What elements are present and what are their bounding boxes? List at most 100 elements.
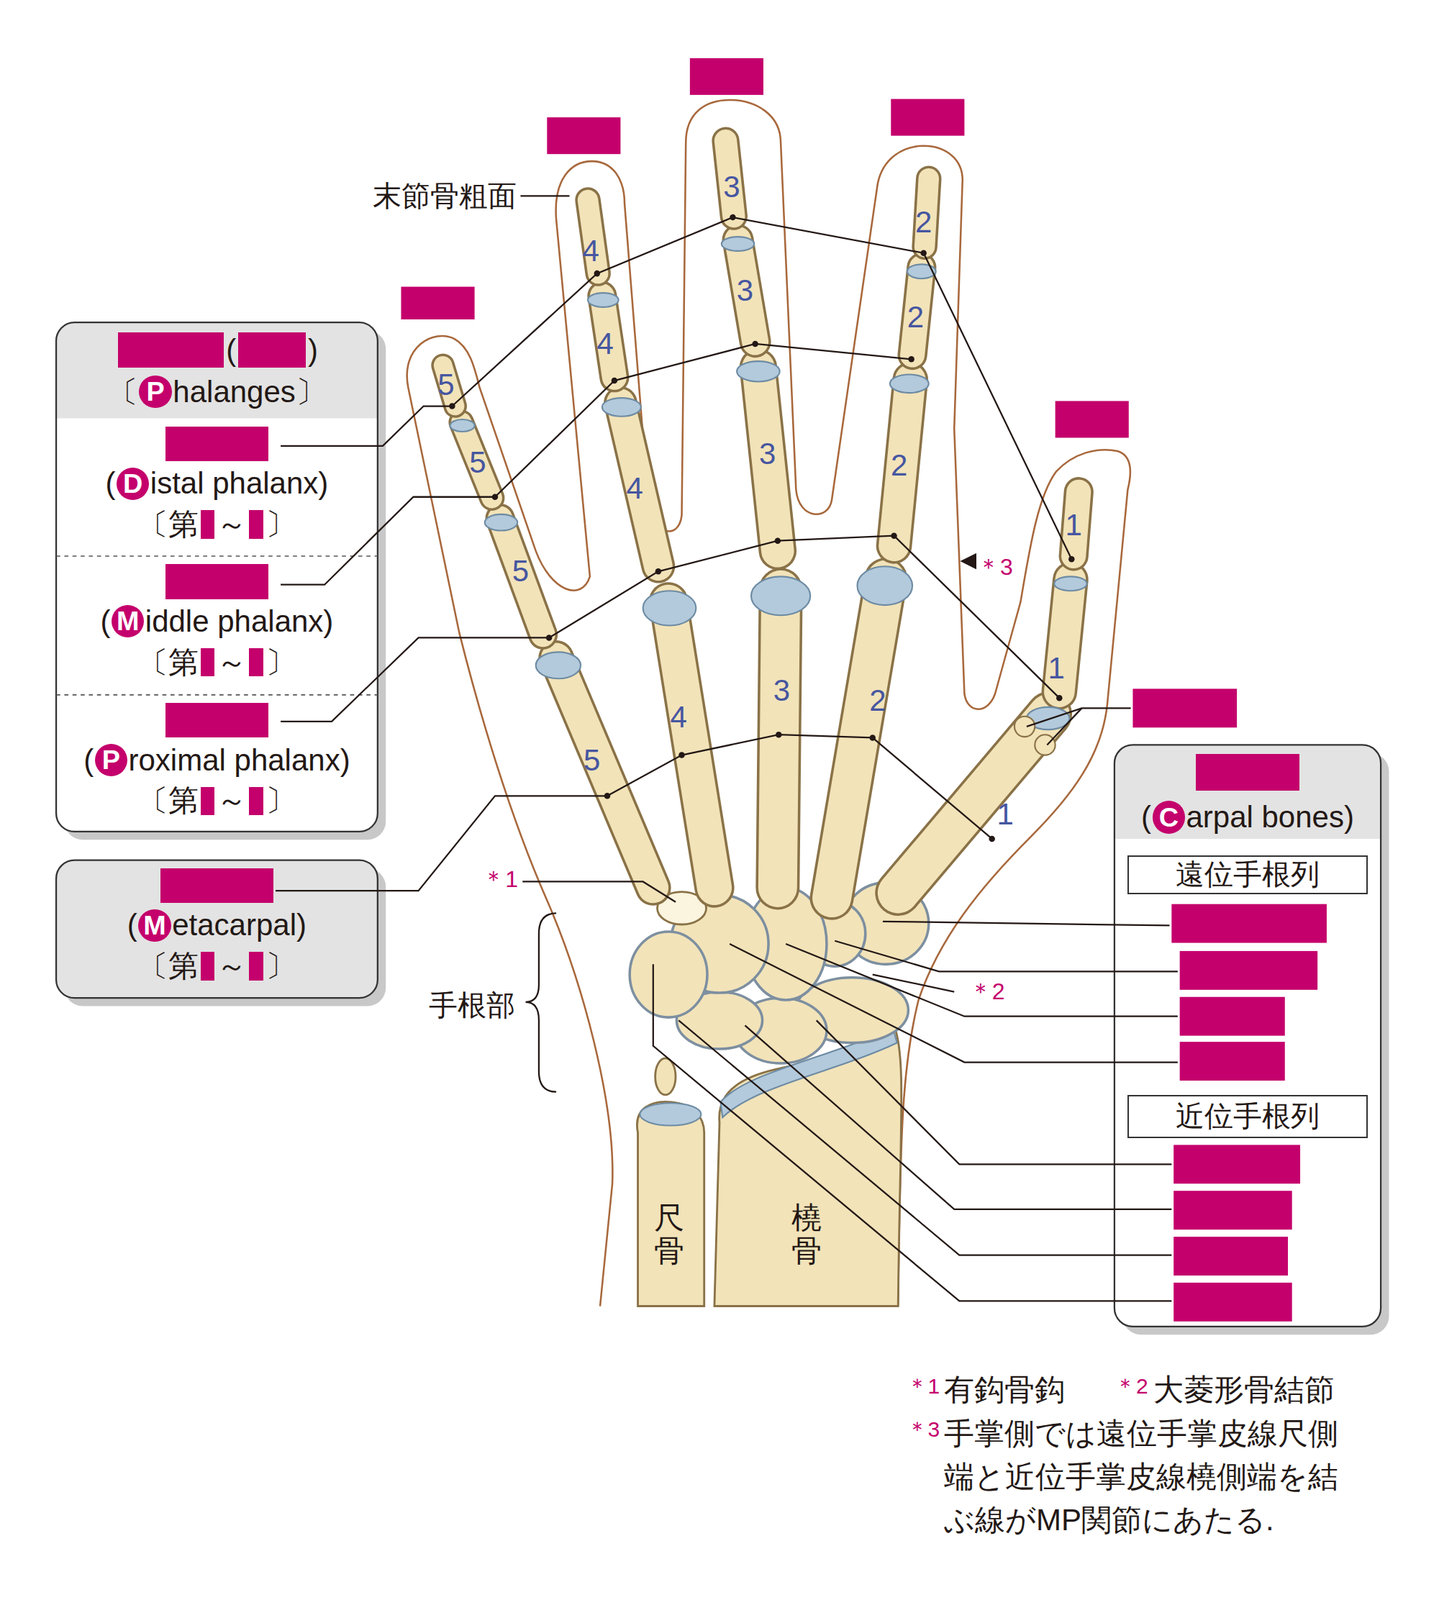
node-text: 〔 [107,371,139,413]
node-text: 遠位手根列 [1175,854,1320,895]
text-row: 〔第～〕 [138,642,297,683]
text-line: 〔第～〕 [56,641,378,683]
footnote-text: 有鈎骨鈎 [943,1373,1065,1407]
bone-number: 4 [582,234,600,268]
leader-line [678,1020,1172,1255]
leader-line [775,731,783,739]
forearm-bone [655,1058,676,1096]
leader-line [920,250,927,257]
blank-answer-box [165,564,269,599]
blank-answer-box [400,287,475,320]
leader-line [594,270,601,278]
row-heading-box: 遠位手根列 [1127,855,1368,895]
joint-cartilage [751,576,811,616]
carpal-bone [629,931,708,1018]
text-line: 〔第～〕 [56,504,378,546]
leader-line [678,751,685,759]
panel-background [1114,744,1381,839]
finger-bone [897,714,1050,893]
leader-line [275,795,608,891]
leader-line [1056,695,1063,702]
blank-answer-box [200,951,216,981]
joint-cartilage [450,236,1088,756]
blank-answer-box [1132,688,1237,728]
finger-bone [777,589,781,888]
circled-initial: C [1152,800,1186,834]
finger-bone [758,367,778,552]
leader-line [785,943,1178,1017]
panel-background [56,555,378,557]
node-text: etacarpal) [171,908,307,943]
finger-bone [897,714,1050,893]
blank-answer-box [200,787,216,816]
panel-background [56,322,378,832]
text-row [163,564,271,599]
joint-cartilage [721,236,755,252]
panel-background [56,860,378,998]
bone-name: 橈骨 [791,1201,822,1268]
blank-answer-box [1173,1144,1301,1184]
region-name: 手根部 [428,989,516,1021]
joint-cartilage [1054,576,1087,591]
node-text: ～ [216,642,247,683]
leader-line [882,921,1170,926]
blank-answer-box [165,702,269,738]
blank-answer-box [200,648,216,678]
forearm-bone [636,1101,704,1306]
leader-line [520,194,570,197]
blank-answer-box [690,58,764,95]
leader-line [492,493,499,501]
bone-number: 3 [773,674,791,708]
blank-answer-box [890,99,965,136]
blank-answer-box [1173,1190,1293,1230]
node-text: ( [127,908,138,943]
joint-cartilage [602,397,642,417]
leader-line [1068,556,1075,563]
blank-answer-box [1173,1236,1288,1276]
text-row: 〔Phalanges〕 [107,371,326,413]
finger-bone [500,518,544,636]
finger-bone [620,402,658,567]
leader-line [448,402,456,410]
text-line: (Middle phalanx) [56,600,378,642]
part-name: 末節骨粗面 [372,179,517,212]
node-text: ～ [216,780,247,821]
circled-initial: P [94,743,128,777]
leader-line [611,377,619,385]
leader-line [451,217,1072,560]
proximal-phalanx-section: (Proximal phalanx)〔第～〕 [56,695,378,832]
finger-bone [668,602,715,888]
text-line: () [56,330,378,370]
panel-background [56,322,378,419]
bone-number: 5 [512,554,529,588]
leader-line [548,536,1060,699]
bone-number: 3 [723,169,740,203]
finger-bone [758,367,778,552]
node-text: ( [225,333,236,368]
text-row: 〔第～〕 [138,504,297,545]
node-text: iddle phalanx) [145,604,334,639]
leader-line [525,913,557,1092]
joint-cartilage [587,292,619,308]
bone-name: 尺骨 [654,1201,685,1268]
node-text: halanges〕 [172,371,326,413]
finger-bone [500,518,544,636]
panel-background [1114,744,1381,1327]
footnote-mark: ＊3 [906,1416,941,1441]
leader-line [280,406,452,447]
bone-number: 1 [996,797,1014,832]
leader-line [522,881,676,902]
text-row [163,702,271,738]
text-line [1114,753,1381,793]
blank-answer-box [1055,400,1129,438]
distal-phalanx-section: (Distal phalanx)〔第～〕 [56,418,378,557]
circled-initial: D [116,467,149,501]
text-row: (Distal phalanx) [105,466,329,501]
leader-line [495,343,912,498]
text-line: (Proximal phalanx) [56,739,378,781]
blank-answer-box [1179,997,1286,1037]
bone-number: 2 [907,300,924,334]
bone-number: 3 [736,274,754,308]
bone-number: 5 [469,445,486,479]
bone-number: 2 [890,448,908,483]
